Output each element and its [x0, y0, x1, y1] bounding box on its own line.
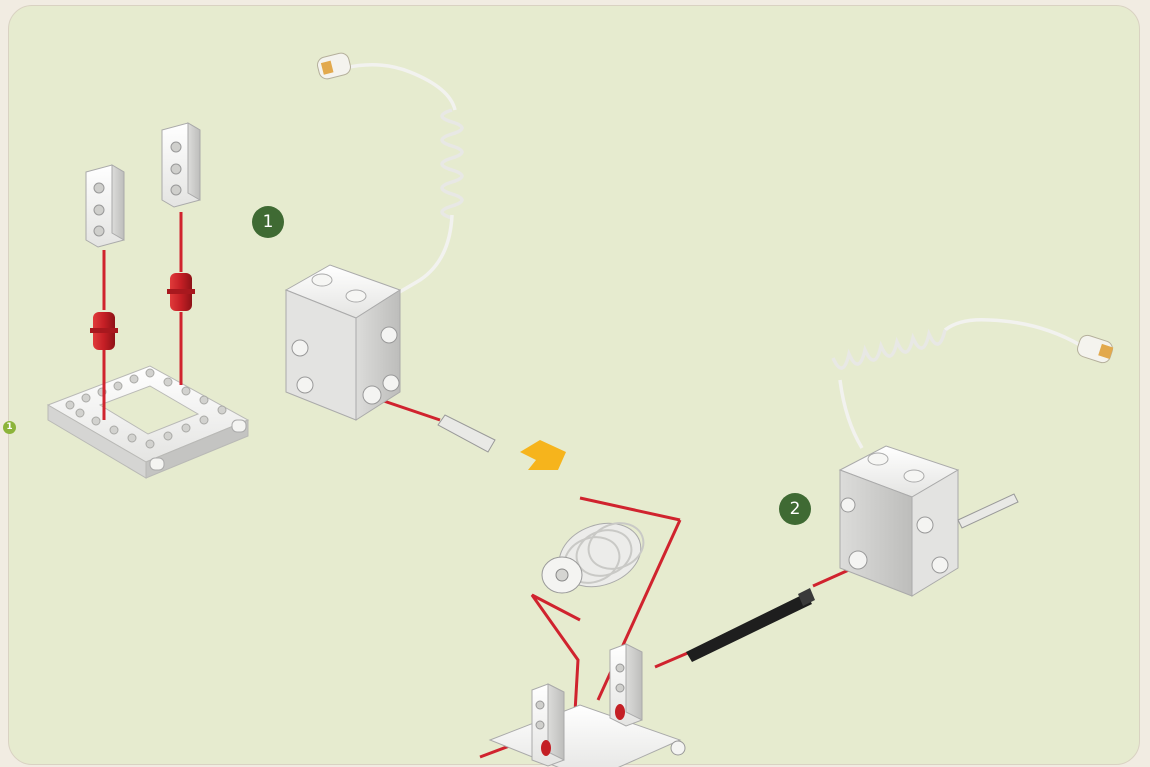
axle-icon [438, 415, 495, 452]
cable-icon [833, 320, 1080, 448]
connector-peg-icon [90, 312, 118, 350]
page-marker: 1 [3, 421, 16, 434]
motor-icon [840, 446, 1018, 596]
step-badge-2: 2 [779, 493, 811, 525]
cable-plug-icon [316, 51, 352, 80]
guide-lines [104, 212, 860, 757]
beam-icon [86, 165, 124, 247]
axle-icon [686, 588, 815, 662]
beam-icon [162, 123, 200, 207]
cable-plug-icon [1075, 333, 1114, 364]
step-badge-1: 1 [252, 206, 284, 238]
arrow-down-right-icon [520, 440, 566, 470]
frame-icon [490, 644, 685, 767]
connector-peg-icon [167, 273, 195, 311]
cable-icon [345, 65, 462, 300]
pulley-icon [542, 512, 650, 597]
motor-icon [286, 265, 400, 420]
frame-icon [48, 366, 248, 478]
